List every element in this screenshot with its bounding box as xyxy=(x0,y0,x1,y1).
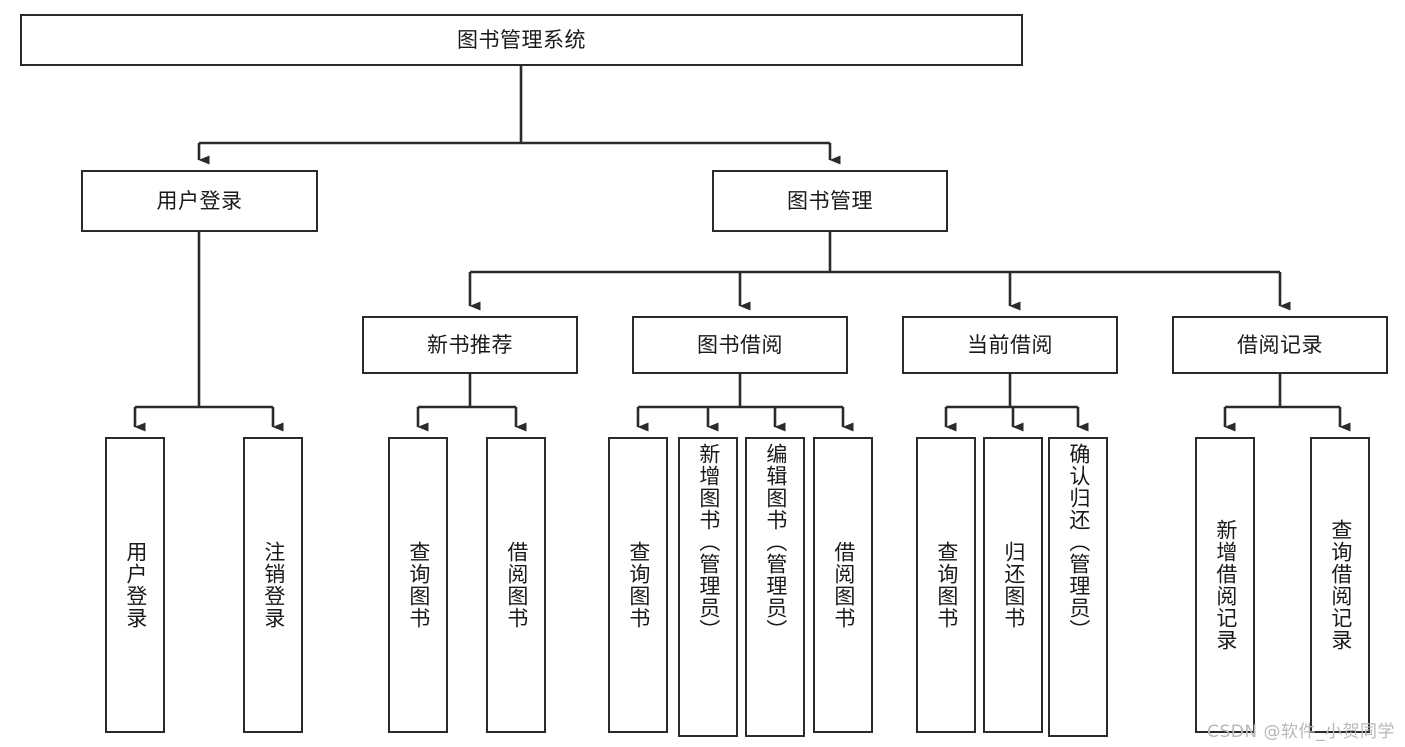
node-label-user-login: 用户登录 xyxy=(156,188,243,213)
node-leaf-query-book-rec[interactable]: 查询图书 xyxy=(388,437,448,733)
node-label-leaf-user-login: 用户登录 xyxy=(123,541,148,629)
node-leaf-add-book[interactable]: 新增图书（管理员） xyxy=(678,437,738,737)
edges-currentborrow-to-leaves xyxy=(944,374,1089,432)
node-label-leaf-query-borrow-record: 查询借阅记录 xyxy=(1328,519,1353,651)
node-leaf-add-borrow-record[interactable]: 新增借阅记录 xyxy=(1195,437,1255,733)
node-label-leaf-add-borrow-record: 新增借阅记录 xyxy=(1213,519,1238,651)
node-leaf-borrow-book[interactable]: 借阅图书 xyxy=(813,437,873,733)
node-leaf-user-login[interactable]: 用户登录 xyxy=(105,437,165,733)
node-label-leaf-edit-book: 编辑图书（管理员） xyxy=(763,443,788,641)
node-label-book-manage: 图书管理 xyxy=(787,188,873,213)
node-label-leaf-borrow-book: 借阅图书 xyxy=(831,541,856,629)
node-leaf-query-book-current[interactable]: 查询图书 xyxy=(916,437,976,733)
node-root[interactable]: 图书管理系统 xyxy=(20,14,1023,66)
edges-root-to-level2 xyxy=(197,66,841,165)
node-label-leaf-borrow-book-rec: 借阅图书 xyxy=(504,541,529,629)
node-label-root: 图书管理系统 xyxy=(457,27,586,52)
node-label-leaf-confirm-return: 确认归还（管理员） xyxy=(1066,443,1091,641)
edges-borrowrecord-to-leaves xyxy=(1223,374,1351,432)
node-label-leaf-add-book: 新增图书（管理员） xyxy=(696,443,721,641)
edges-userlogin-to-leaves xyxy=(133,232,284,432)
edges-bookmanage-to-level3 xyxy=(468,232,1291,311)
node-leaf-confirm-return[interactable]: 确认归还（管理员） xyxy=(1048,437,1108,737)
edges-newbookrec-to-leaves xyxy=(416,374,527,432)
node-leaf-query-borrow-record[interactable]: 查询借阅记录 xyxy=(1310,437,1370,733)
node-leaf-return-book[interactable]: 归还图书 xyxy=(983,437,1043,733)
node-label-leaf-query-book-current: 查询图书 xyxy=(934,541,959,629)
node-borrow-record[interactable]: 借阅记录 xyxy=(1172,316,1388,374)
node-leaf-query-book-borrow[interactable]: 查询图书 xyxy=(608,437,668,733)
node-label-leaf-query-book-borrow: 查询图书 xyxy=(626,541,651,629)
node-user-login[interactable]: 用户登录 xyxy=(81,170,318,232)
edges-bookborrow-to-leaves xyxy=(636,374,854,432)
node-label-borrow-record: 借阅记录 xyxy=(1237,332,1323,357)
node-leaf-user-logout[interactable]: 注销登录 xyxy=(243,437,303,733)
node-label-book-borrow: 图书借阅 xyxy=(697,332,783,357)
node-label-new-book-rec: 新书推荐 xyxy=(427,332,513,357)
node-label-leaf-return-book: 归还图书 xyxy=(1001,541,1026,629)
node-current-borrow[interactable]: 当前借阅 xyxy=(902,316,1118,374)
node-leaf-borrow-book-rec[interactable]: 借阅图书 xyxy=(486,437,546,733)
node-leaf-edit-book[interactable]: 编辑图书（管理员） xyxy=(745,437,805,737)
node-label-current-borrow: 当前借阅 xyxy=(967,332,1053,357)
node-label-leaf-query-book-rec: 查询图书 xyxy=(406,541,431,629)
node-label-leaf-user-logout: 注销登录 xyxy=(261,541,286,629)
node-new-book-rec[interactable]: 新书推荐 xyxy=(362,316,578,374)
node-book-borrow[interactable]: 图书借阅 xyxy=(632,316,848,374)
node-book-manage[interactable]: 图书管理 xyxy=(712,170,948,232)
